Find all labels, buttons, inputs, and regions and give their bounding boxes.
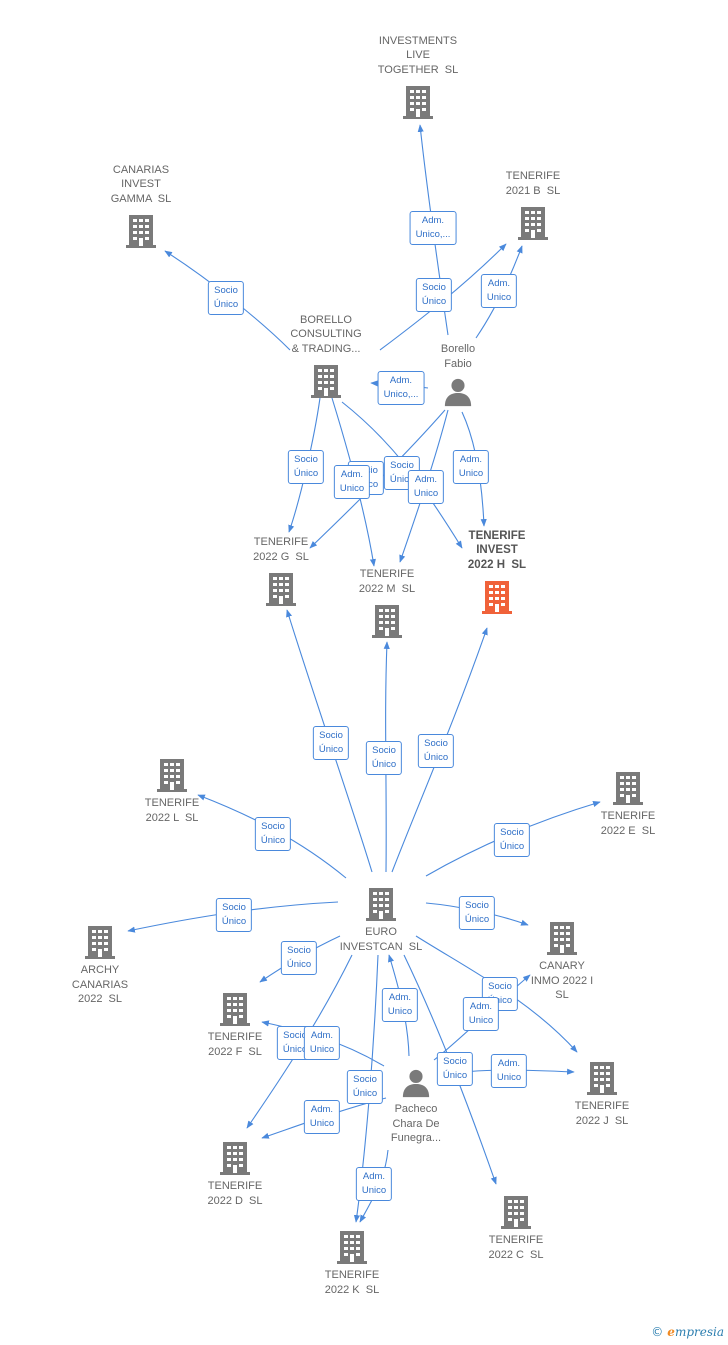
node-label-euro[interactable]: EURO INVESTCAN SL <box>339 926 423 953</box>
edge-label[interactable]: Socio Único <box>417 734 455 768</box>
building-icon-ten2022d[interactable] <box>220 1142 250 1175</box>
node-label-ten2021b[interactable]: TENERIFE 2021 B SL <box>505 170 561 197</box>
edge-label[interactable]: Adm. Unico <box>490 1054 528 1088</box>
building-icon-ten2022f[interactable] <box>220 993 250 1026</box>
building-icon-ten2022l[interactable] <box>157 759 187 792</box>
building-icon-ten2022c[interactable] <box>501 1196 531 1229</box>
node-label-ten2022d[interactable]: TENERIFE 2022 D SL <box>207 1180 263 1207</box>
edge-label[interactable]: Socio Único <box>215 898 253 932</box>
building-icon-canary2022i[interactable] <box>547 922 577 955</box>
edge-label[interactable]: Adm. Unico <box>303 1026 341 1060</box>
edge-label[interactable]: Adm. Unico <box>480 274 518 308</box>
empresia-watermark: ©empresia <box>651 1325 724 1339</box>
building-icon-ten2022m[interactable] <box>372 605 402 638</box>
node-label-ten2022j[interactable]: TENERIFE 2022 J SL <box>574 1100 630 1127</box>
edge-label[interactable]: Socio Único <box>207 281 245 315</box>
node-label-ten2022m[interactable]: TENERIFE 2022 M SL <box>358 568 416 595</box>
brand-initial: e <box>667 1325 675 1339</box>
building-icon-ten2022h[interactable] <box>482 581 512 614</box>
person-icon-borello_fabio[interactable] <box>444 378 472 407</box>
building-icon-ten2022k[interactable] <box>337 1231 367 1264</box>
person-icon-pacheco[interactable] <box>402 1069 430 1098</box>
edge-label[interactable]: Socio Único <box>458 896 496 930</box>
edge-label[interactable]: Socio Único <box>493 823 531 857</box>
edge-label[interactable]: Adm. Unico <box>355 1167 393 1201</box>
edge-label[interactable]: Socio Único <box>287 450 325 484</box>
building-icon-ten2022e[interactable] <box>613 772 643 805</box>
node-label-ten2022c[interactable]: TENERIFE 2022 C SL <box>488 1234 544 1261</box>
edge-label[interactable]: Adm. Unico <box>303 1100 341 1134</box>
building-icon-ten2022j[interactable] <box>587 1062 617 1095</box>
edge-label[interactable]: Adm. Unico <box>333 465 371 499</box>
node-label-ten2022g[interactable]: TENERIFE 2022 G SL <box>253 536 309 563</box>
edge-label[interactable]: Socio Único <box>254 817 292 851</box>
building-icon-inv_live[interactable] <box>403 86 433 119</box>
edge-label[interactable]: Adm. Unico <box>462 997 500 1031</box>
node-label-ten2022f[interactable]: TENERIFE 2022 F SL <box>207 1031 263 1058</box>
building-icon-ten2022g[interactable] <box>266 573 296 606</box>
building-icon-ten2021b[interactable] <box>518 207 548 240</box>
copyright-icon: © <box>651 1325 664 1339</box>
edge-label[interactable]: Socio Único <box>365 741 403 775</box>
building-icon-euro[interactable] <box>366 888 396 921</box>
edge-label[interactable]: Adm. Unico <box>381 988 419 1022</box>
node-label-archy[interactable]: ARCHY CANARIAS 2022 SL <box>71 964 129 1005</box>
edge-label[interactable]: Socio Único <box>312 726 350 760</box>
building-icon-canarias_gamma[interactable] <box>126 215 156 248</box>
node-label-ten2022k[interactable]: TENERIFE 2022 K SL <box>324 1269 380 1296</box>
edge-label[interactable]: Adm. Unico,... <box>377 371 425 405</box>
edge-label[interactable]: Socio Único <box>415 278 453 312</box>
node-label-ten2022e[interactable]: TENERIFE 2022 E SL <box>600 810 656 837</box>
edge-label[interactable]: Adm. Unico <box>452 450 490 484</box>
building-icon-borello_ct[interactable] <box>311 365 341 398</box>
edge-label[interactable]: Adm. Unico,... <box>409 211 457 245</box>
node-label-pacheco[interactable]: Pacheco Chara De Funegra... <box>390 1103 442 1144</box>
node-label-ten2022h[interactable]: TENERIFE INVEST 2022 H SL <box>467 529 527 571</box>
edge-label[interactable]: Socio Único <box>346 1070 384 1104</box>
edge-label[interactable]: Socio Único <box>280 941 318 975</box>
brand-name: mpresia <box>674 1325 724 1339</box>
node-label-inv_live[interactable]: INVESTMENTS LIVE TOGETHER SL <box>377 34 459 76</box>
node-label-borello_ct[interactable]: BORELLO CONSULTING & TRADING... <box>290 313 362 355</box>
node-label-canarias_gamma[interactable]: CANARIAS INVEST GAMMA SL <box>110 163 172 205</box>
node-label-borello_fabio[interactable]: Borello Fabio <box>440 343 476 370</box>
edge-label[interactable]: Socio Único <box>436 1052 474 1086</box>
building-icon-archy[interactable] <box>85 926 115 959</box>
edge-label[interactable]: Adm. Unico <box>407 470 445 504</box>
node-label-ten2022l[interactable]: TENERIFE 2022 L SL <box>144 797 200 824</box>
node-label-canary2022i[interactable]: CANARY INMO 2022 I SL <box>530 960 594 1001</box>
edge-layer <box>127 124 601 1223</box>
